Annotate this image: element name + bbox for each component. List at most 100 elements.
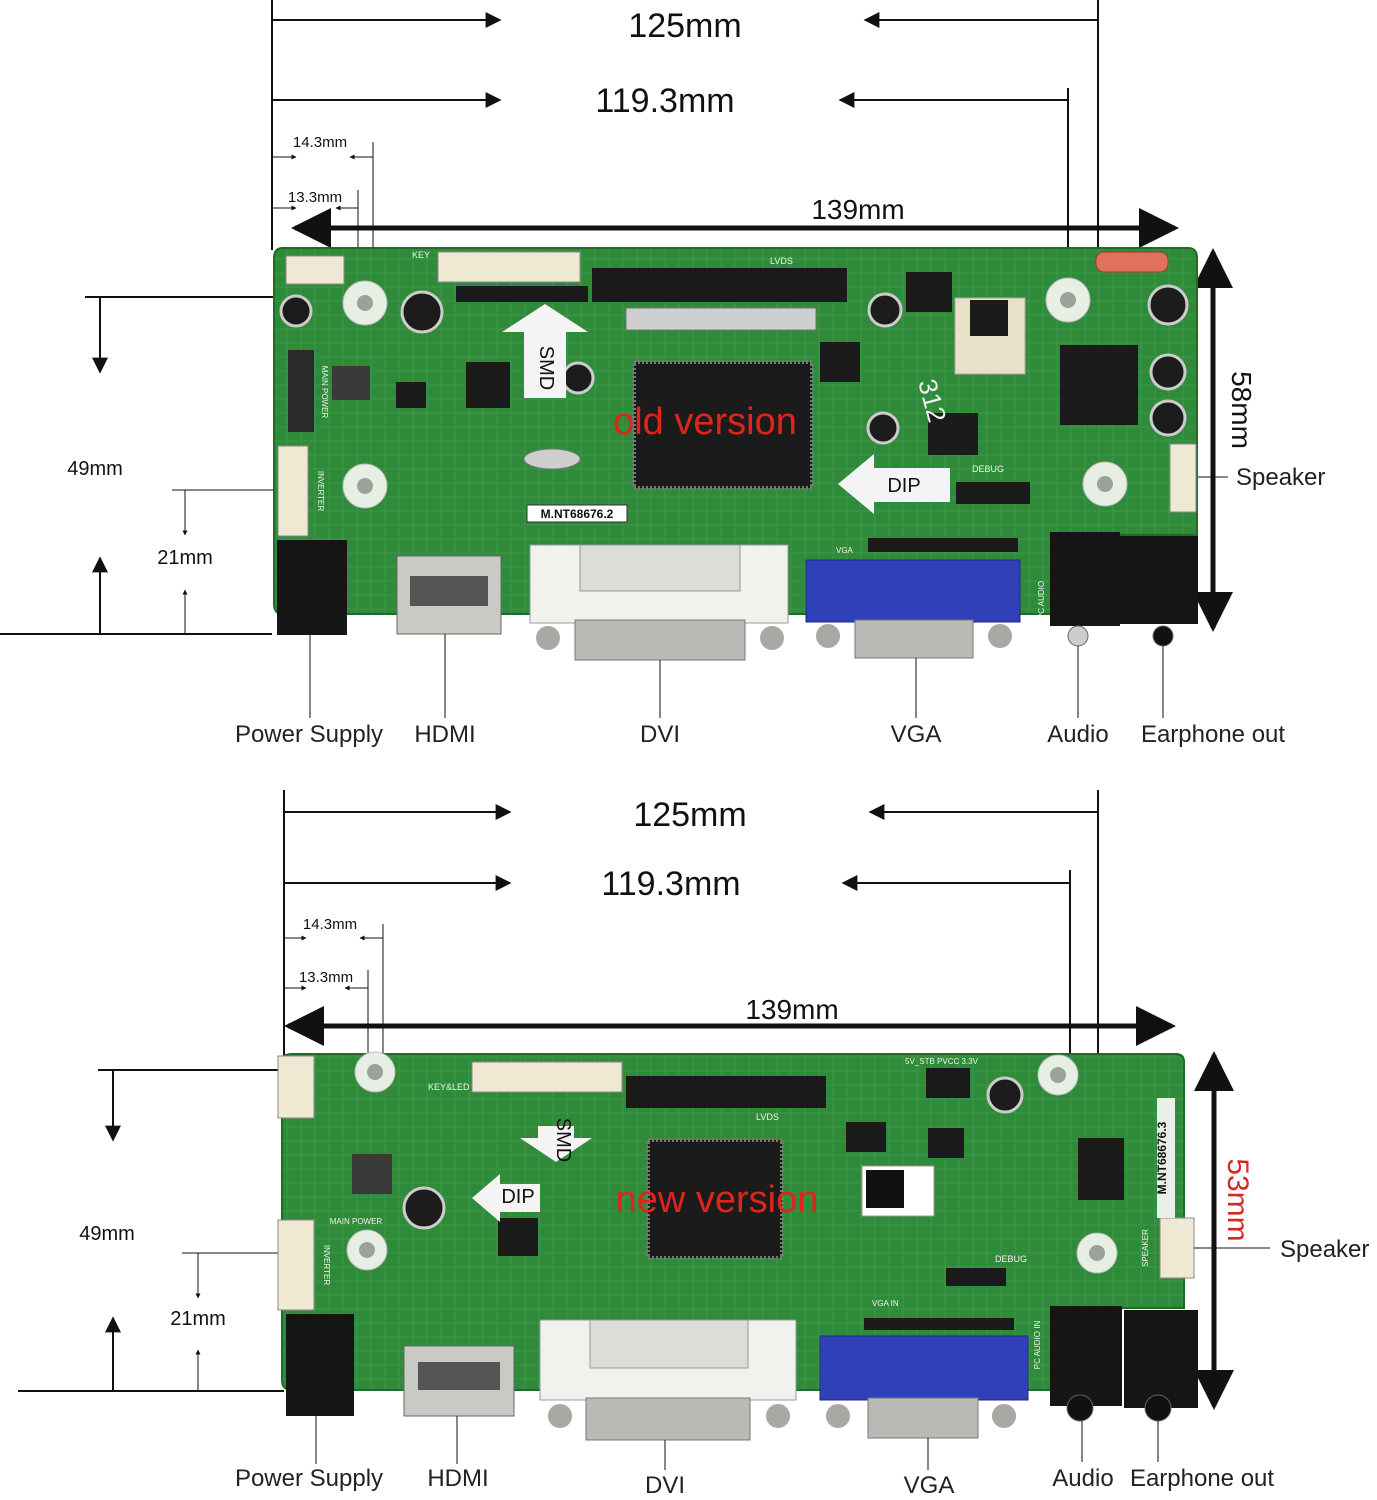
top-port-dvi-pins <box>579 544 741 592</box>
top-conn-fpc <box>625 307 817 331</box>
top-dim-holes: 119.3mm <box>595 82 734 120</box>
bottom-dip-arrow <box>472 1174 540 1222</box>
bottom-label-speaker: Speaker <box>1280 1236 1369 1263</box>
top-dip-arrow <box>838 454 950 514</box>
bottom-conn-key-led <box>471 1061 623 1093</box>
top-ic-small-3 <box>820 342 860 382</box>
top-smd-arrow <box>502 304 588 398</box>
bottom-conn-inverter <box>277 1219 315 1311</box>
top-pcb: LVDS KEY <box>273 247 1198 661</box>
bottom-mount-hole-3-center <box>1050 1067 1066 1083</box>
bottom-port-dvi-pins <box>589 1319 749 1369</box>
bottom-dvi-screw-1 <box>548 1404 572 1428</box>
top-dvi-screw-2 <box>760 626 784 650</box>
top-label-earphone: Earphone out <box>1141 721 1285 748</box>
bottom-dim-hole-a: 14.3mm <box>303 916 357 933</box>
top-pin-header <box>868 538 1018 552</box>
bottom-dim-vertical-a: 49mm <box>79 1223 135 1245</box>
top-silk-inverter: INVERTER <box>316 471 325 512</box>
bottom-audio-jack <box>1066 1394 1094 1422</box>
top-conn-main-power <box>288 350 314 432</box>
top-port-dvi-metal <box>574 619 746 661</box>
top-silk-dip: DIP <box>887 475 920 497</box>
bottom-dim-hole-b: 13.3mm <box>299 969 353 986</box>
bottom-label-dvi: DVI <box>645 1472 685 1499</box>
bottom-silk-speaker: SPEAKER <box>1141 1229 1150 1267</box>
top-dim-hole-a: 14.3mm <box>293 134 347 151</box>
top-silk-vga: VGA <box>836 546 854 555</box>
top-dim-vertical-b: 21mm <box>157 547 213 569</box>
top-vga-screw-1 <box>816 624 840 648</box>
bottom-silk-dip: DIP <box>501 1186 534 1208</box>
bottom-section: 125mm 119.3mm 14.3mm 13.3mm 139mm 49mm 2… <box>18 790 1369 1499</box>
bottom-pcb: KEY&LED LVDS 5V_STB PVCC 3.3V DEBUG <box>277 1051 1198 1441</box>
bottom-silk-vga-in: VGA IN <box>872 1299 899 1308</box>
top-capacitor-1 <box>400 290 444 334</box>
bottom-silk-inverter: INVERTER <box>322 1245 331 1286</box>
top-dim-width: 139mm <box>811 194 904 225</box>
top-capacitor-7 <box>1149 353 1187 391</box>
top-conn-speaker <box>1169 443 1197 513</box>
top-audio-jack <box>1067 625 1089 647</box>
bottom-label-earphone: Earphone out <box>1130 1465 1274 1492</box>
bottom-jumper <box>926 1068 970 1098</box>
top-ic-small-2 <box>466 362 510 408</box>
bottom-model-plate <box>1157 1098 1175 1218</box>
top-section: 125mm 119.3mm 14.3mm 13.3mm 139mm 49mm 2… <box>0 0 1325 748</box>
top-resistor <box>1095 251 1169 273</box>
bottom-port-vga-body <box>819 1335 1029 1401</box>
bottom-dim-overall: 125mm <box>633 796 746 834</box>
bottom-port-hdmi-slot <box>418 1362 500 1390</box>
bottom-silk-lvds: LVDS <box>756 1112 779 1122</box>
bottom-smd-arrow <box>520 1126 592 1162</box>
top-conn-key <box>437 251 581 283</box>
bottom-dvi-screw-2 <box>766 1404 790 1428</box>
bottom-ic-small-2 <box>498 1218 538 1256</box>
bottom-port-power <box>286 1314 354 1416</box>
bottom-port-audio <box>1050 1306 1122 1406</box>
bottom-capacitor-2 <box>986 1076 1024 1114</box>
bottom-main-chip <box>646 1138 784 1260</box>
bottom-mount-hole-1-center <box>367 1064 383 1080</box>
top-inductor <box>332 366 370 400</box>
bottom-ic-small-1 <box>846 1122 886 1152</box>
top-model-plate <box>526 504 628 523</box>
bottom-audio-ic <box>1078 1138 1124 1200</box>
bottom-dim-holes: 119.3mm <box>601 865 740 903</box>
bottom-label-hdmi: HDMI <box>427 1465 488 1492</box>
top-dim-overall: 125mm <box>628 7 741 45</box>
bottom-label-audio: Audio <box>1052 1465 1113 1492</box>
top-capacitor-5 <box>866 411 900 445</box>
top-debug-header <box>956 482 1030 504</box>
top-port-hdmi-slot <box>410 576 488 606</box>
top-regulator <box>970 300 1008 336</box>
bottom-silk-debug: DEBUG <box>995 1254 1027 1264</box>
top-port-vga-metal <box>854 619 974 659</box>
bottom-conn-ir <box>277 1055 315 1119</box>
top-mount-hole-1-center <box>357 295 373 311</box>
top-label-power: Power Supply <box>235 721 383 748</box>
top-silk-main-power: MAIN POWER <box>320 366 329 419</box>
bottom-label-power: Power Supply <box>235 1465 383 1492</box>
bottom-vga-screw-1 <box>826 1404 850 1428</box>
top-jumper <box>906 272 952 312</box>
top-dvi-screw-1 <box>536 626 560 650</box>
top-main-chip <box>632 360 814 490</box>
top-port-audio <box>1050 532 1120 626</box>
top-port-vga-body <box>805 559 1021 623</box>
bottom-silk-pc-audio-in: PC AUDIO IN <box>1033 1321 1042 1370</box>
top-label-hdmi: HDMI <box>414 721 475 748</box>
top-conn-cn <box>456 286 588 302</box>
top-label-dvi: DVI <box>640 721 680 748</box>
top-silk-debug: DEBUG <box>972 464 1004 474</box>
top-crystal <box>523 448 581 470</box>
top-version-label: old version <box>613 401 797 443</box>
bottom-silk-rails: 5V_STB PVCC 3.3V <box>905 1057 979 1066</box>
top-vga-screw-2 <box>988 624 1012 648</box>
bottom-dim-height: 53mm <box>1221 1158 1254 1241</box>
top-label-vga: VGA <box>891 721 942 748</box>
bottom-port-dvi-metal <box>585 1397 751 1441</box>
top-dim-vertical-a: 49mm <box>67 458 123 480</box>
bottom-conn-speaker <box>1159 1217 1195 1279</box>
top-mount-hole-3-center <box>1060 292 1076 308</box>
